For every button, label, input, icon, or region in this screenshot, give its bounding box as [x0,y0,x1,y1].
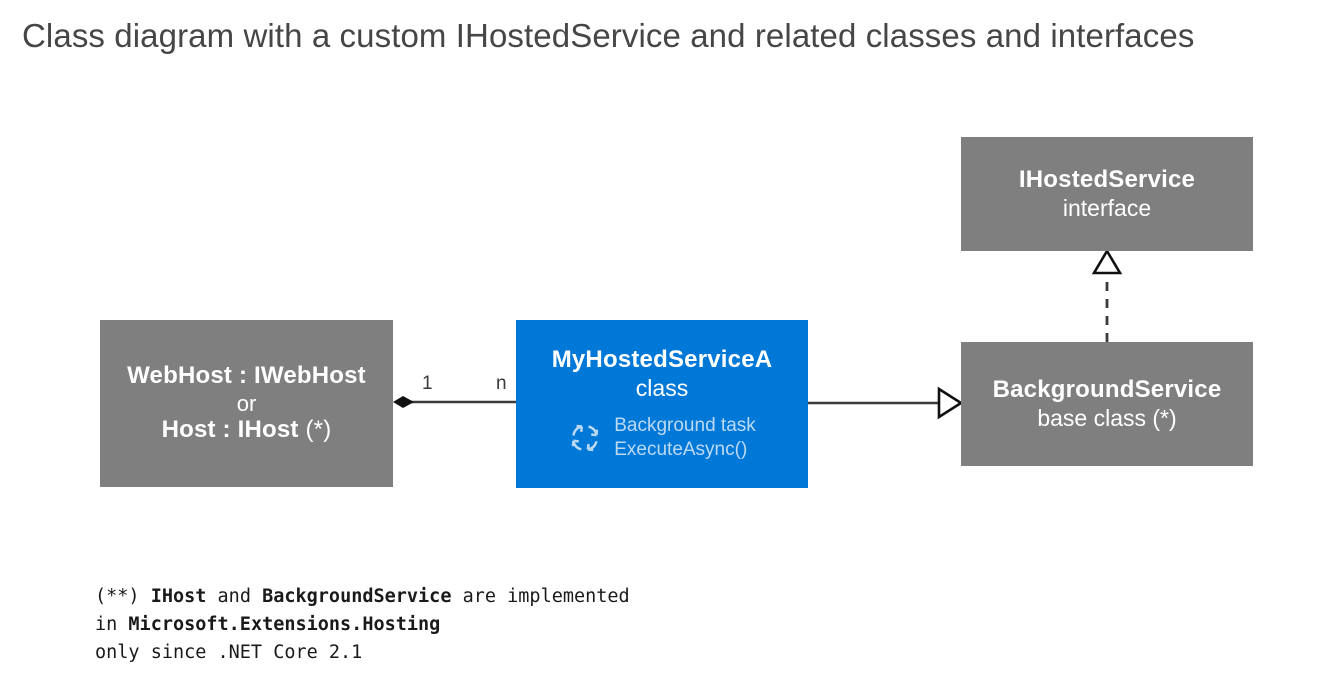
multiplicity-label-source: 1 [422,373,433,394]
connector-composition-webhost-myhostedservice [393,396,516,408]
node-webhost-or-label: or [236,390,257,416]
background-task-line1: Background task [614,415,756,437]
node-ihostedservice[interactable]: IHostedService interface [961,137,1253,251]
node-webhost-alt-title: Host : IHost (*) [162,416,332,444]
footnote-ihost-term: IHost [150,586,207,607]
page-title: Class diagram with a custom IHostedServi… [22,17,1195,54]
connector-generalization-myhostedservice-backgroundservice [808,386,964,420]
footnote-line2-prefix: in [95,614,129,636]
node-myhostedservice-stereotype: class [635,375,689,402]
sync-loop-icon [571,424,599,452]
node-webhost-title: WebHost : IWebHost [127,362,366,390]
node-myhostedservice[interactable]: MyHostedServiceA class Background task E… [516,320,808,488]
background-task-line2: ExecuteAsync() [614,439,748,461]
footnote-namespace-term: Microsoft.Extensions.Hosting [128,614,441,636]
hollow-triangle-marker [1091,248,1123,275]
multiplicity-label-target: n [496,373,507,394]
node-backgroundservice-title: BackgroundService [992,376,1222,404]
node-webhost[interactable]: WebHost : IWebHost or Host : IHost (*) [100,320,393,487]
footnote-block: (**) IHost and BackgroundService are imp… [95,583,630,667]
footnote-line1-suffix: are implemented [451,586,630,607]
background-task-text: Background task ExecuteAsync() [614,414,756,462]
footnote-line1-prefix: (**) [95,586,151,607]
node-ihostedservice-title: IHostedService [1018,166,1196,194]
node-webhost-alt-title-text: Host : IHost [161,416,299,444]
background-task-row: Background task ExecuteAsync() [568,414,756,462]
node-myhostedservice-title: MyHostedServiceA [551,346,773,374]
footnote-line1-conj: and [206,586,263,607]
node-ihostedservice-stereotype: interface [1062,194,1152,221]
hollow-triangle-marker [937,386,964,420]
connector-realization-backgroundservice-ihostedservice [1091,248,1123,342]
footnote-backgroundservice-term: BackgroundService [262,586,452,607]
node-webhost-footnote-marker: (*) [298,416,332,444]
footnote-line3: only since .NET Core 2.1 [95,642,363,664]
node-backgroundservice-stereotype: base class (*) [1037,404,1177,431]
node-backgroundservice[interactable]: BackgroundService base class (*) [961,342,1253,466]
filled-diamond-marker [393,396,414,408]
